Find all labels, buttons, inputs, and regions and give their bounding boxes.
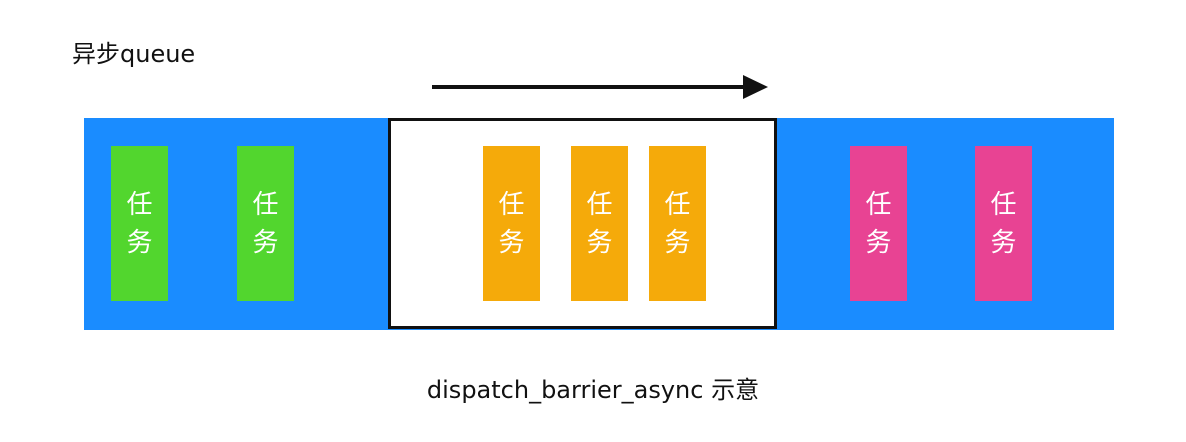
diagram-caption: dispatch_barrier_async 示意 bbox=[426, 376, 760, 404]
task-block-after-2: 任 务 bbox=[975, 146, 1032, 301]
task-block-before-1: 任 务 bbox=[111, 146, 168, 301]
task-label-char-2: 务 bbox=[126, 227, 153, 258]
task-label-char-1: 任 bbox=[664, 189, 691, 220]
task-block-before-2: 任 务 bbox=[237, 146, 294, 301]
arrow-right-icon bbox=[432, 75, 768, 99]
task-label-char-1: 任 bbox=[586, 189, 613, 220]
task-label-char-2: 务 bbox=[252, 227, 279, 258]
task-block-barrier-1: 任 务 bbox=[483, 146, 540, 301]
task-label-char-2: 务 bbox=[586, 227, 613, 258]
diagram-title: 异步queue bbox=[72, 40, 196, 68]
task-label-char-1: 任 bbox=[126, 189, 153, 220]
task-label-char-1: 任 bbox=[990, 189, 1017, 220]
task-block-barrier-3: 任 务 bbox=[649, 146, 706, 301]
task-label-char-1: 任 bbox=[865, 189, 892, 220]
task-block-after-1: 任 务 bbox=[850, 146, 907, 301]
task-label-char-2: 务 bbox=[664, 227, 691, 258]
task-label-char-1: 任 bbox=[498, 189, 525, 220]
task-block-barrier-2: 任 务 bbox=[571, 146, 628, 301]
task-label-char-2: 务 bbox=[498, 227, 525, 258]
task-label-char-2: 务 bbox=[865, 227, 892, 258]
task-label-char-1: 任 bbox=[252, 189, 279, 220]
task-label-char-2: 务 bbox=[990, 227, 1017, 258]
